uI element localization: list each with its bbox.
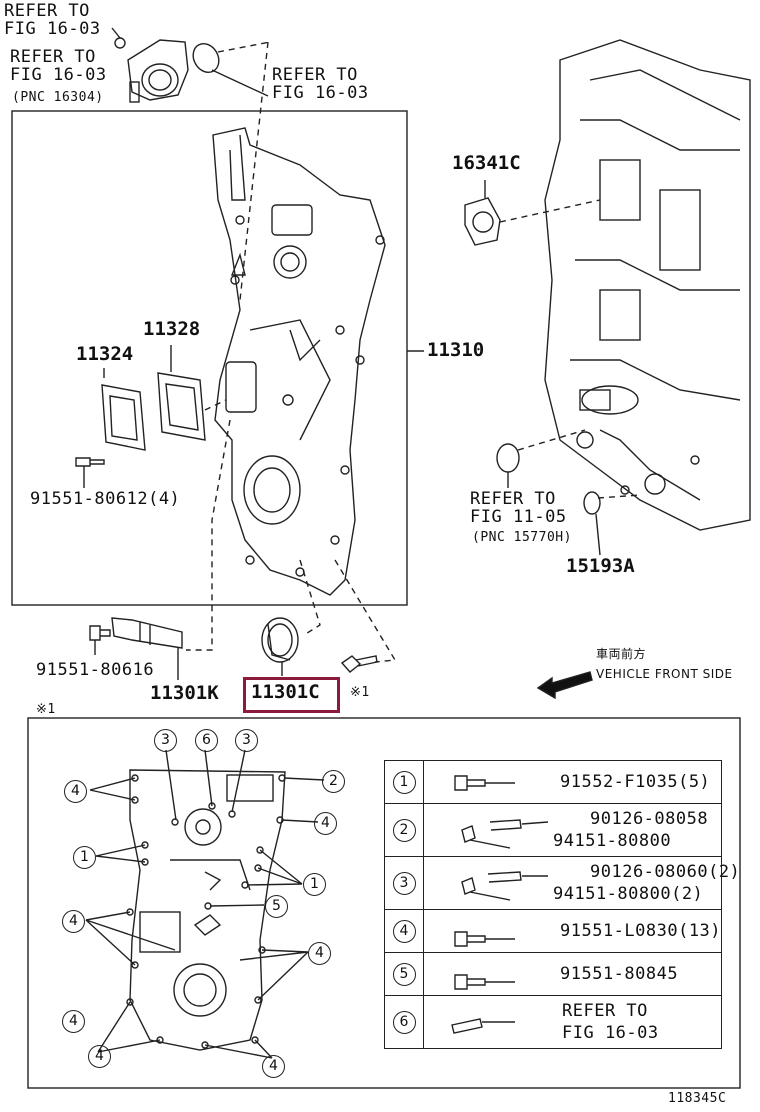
fastener-row-number-cell: 2 xyxy=(384,803,424,857)
figure-id: 118345C xyxy=(668,1091,727,1106)
gasket-11324 xyxy=(101,384,146,451)
detail-circle-14: 4 xyxy=(262,1055,285,1078)
fastener-row-number: 2 xyxy=(392,818,416,842)
detail-circle-8: 1 xyxy=(303,873,326,896)
fastener-row-number-cell: 6 xyxy=(384,995,424,1049)
pnc-16304-label: (PNC 16304) xyxy=(12,90,104,105)
bolt-note1 xyxy=(340,655,378,673)
bolt-80616 xyxy=(89,625,111,641)
water-inlet-housing xyxy=(127,39,189,101)
fastener-row-number: 5 xyxy=(392,962,416,986)
crank-position-sensor xyxy=(111,617,183,649)
part-label-16341c: 16341C xyxy=(452,152,521,174)
fastener-row-number: 1 xyxy=(392,770,416,794)
part-label-15193a: 15193A xyxy=(566,555,635,577)
o-ring-right xyxy=(496,443,520,473)
part-label-91551-80612: 91551-80612(4) xyxy=(30,489,181,509)
detail-mark-label: ※1 xyxy=(36,702,56,717)
fastener-part-number: FIG 16-03 xyxy=(562,1023,659,1043)
front-arrow xyxy=(536,671,593,700)
fastener-row-number-cell: 4 xyxy=(384,909,424,953)
part-label-11301k: 11301K xyxy=(150,682,219,704)
fastener-row-number-cell: 5 xyxy=(384,952,424,996)
fastener-row-parts-cell: 91551-80845 xyxy=(423,952,722,996)
timing-chain-cover xyxy=(212,127,386,596)
fastener-row-number-cell: 1 xyxy=(384,760,424,804)
fastener-row: 3 90126-08060(2)94151-80800(2) xyxy=(384,856,740,910)
fastener-part-number: 90126-08060(2) xyxy=(590,862,741,882)
fastener-row-number-cell: 3 xyxy=(384,856,424,910)
fastener-row-parts-cell: 90126-08060(2)94151-80800(2) xyxy=(423,856,740,910)
front-side-en-label: VEHICLE FRONT SIDE xyxy=(596,667,733,681)
detail-circle-2: 6 xyxy=(195,729,218,752)
front-side-jp-label: 車両前方 xyxy=(596,647,647,661)
fastener-row-parts-cell: 91552-F1035(5) xyxy=(423,760,722,804)
oil-seal xyxy=(261,617,299,663)
fastener-row-number: 6 xyxy=(392,1010,416,1034)
gasket-11328 xyxy=(157,372,206,441)
bolt-80612 xyxy=(75,457,105,467)
engine-block xyxy=(544,39,751,531)
pnc-15770h-label: (PNC 15770H) xyxy=(472,530,572,545)
part-label-11301c: 11301C xyxy=(251,681,320,703)
cover-assembly-box xyxy=(11,110,408,606)
detail-circle-10: 5 xyxy=(265,895,288,918)
fastener-row-number: 4 xyxy=(392,919,416,943)
part-label-11310: 11310 xyxy=(427,339,485,361)
detail-box xyxy=(27,717,741,1089)
fastener-part-number: 91551-L0830(13) xyxy=(560,921,722,941)
o-ring-15193a xyxy=(583,491,601,515)
fastener-part-number: 94151-80800 xyxy=(553,831,672,851)
detail-circle-11: 4 xyxy=(308,942,331,965)
detail-circle-6: 4 xyxy=(314,812,337,835)
detail-circle-9: 4 xyxy=(62,910,85,933)
fastener-row-number: 3 xyxy=(392,871,416,895)
housing-bolt xyxy=(114,37,126,49)
part-label-11328: 11328 xyxy=(143,318,201,340)
detail-circle-5: 2 xyxy=(322,770,345,793)
fastener-part-number: 91552-F1035(5) xyxy=(560,772,711,792)
fastener-part-number: 90126-08058 xyxy=(590,809,709,829)
detail-circle-7: 1 xyxy=(73,846,96,869)
detail-circle-12: 4 xyxy=(62,1010,85,1033)
fastener-row: 4 91551-L0830(13) xyxy=(384,909,722,953)
detail-circle-4: 4 xyxy=(64,780,87,803)
fastener-part-number: 91551-80845 xyxy=(560,964,679,984)
fastener-row-parts-cell: 91551-L0830(13) xyxy=(423,909,722,953)
fastener-row: 5 91551-80845 xyxy=(384,952,722,996)
fastener-part-number: REFER TO xyxy=(562,1001,648,1021)
detail-circle-1: 3 xyxy=(154,729,177,752)
part-label-91551-80616: 91551-80616 xyxy=(36,660,155,680)
detail-circle-3: 3 xyxy=(235,729,258,752)
fastener-part-number: 94151-80800(2) xyxy=(553,884,704,904)
note-mark-label: ※1 xyxy=(350,685,370,700)
detail-cover-outline xyxy=(129,769,286,1051)
part-label-11324: 11324 xyxy=(76,343,134,365)
detail-circle-13: 4 xyxy=(88,1045,111,1068)
o-ring-top xyxy=(192,42,220,74)
fastener-row: 1 91552-F1035(5) xyxy=(384,760,722,804)
highlighted-part-frame xyxy=(243,677,340,713)
gasket-16341c xyxy=(464,197,501,246)
